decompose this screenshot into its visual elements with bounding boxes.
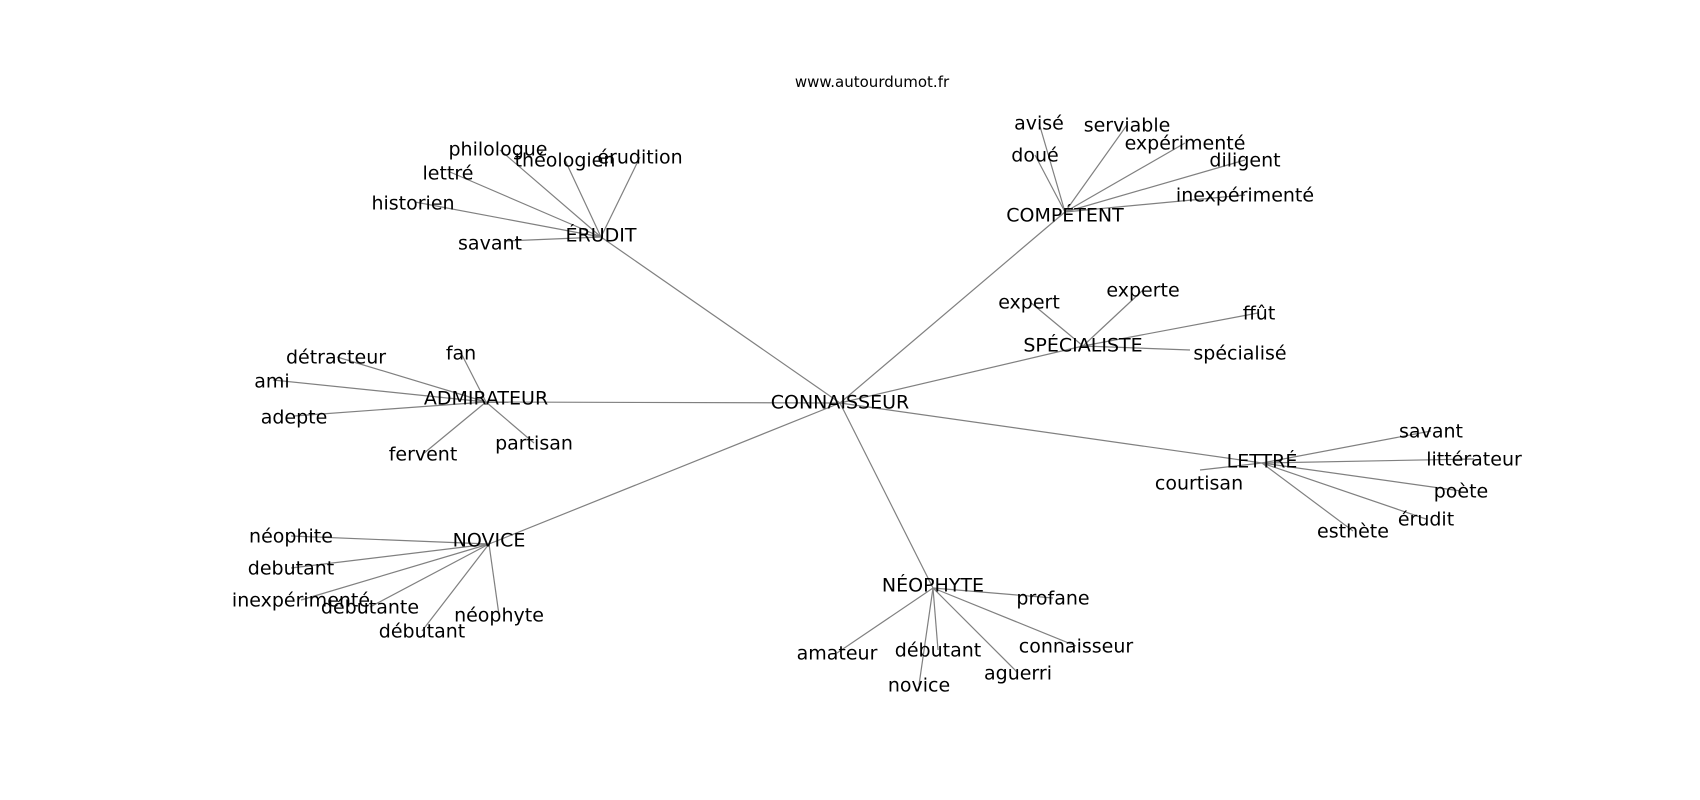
- hub-word-node[interactable]: ÉRUDIT: [566, 224, 637, 247]
- edge-center-hub: [839, 345, 1084, 404]
- edge-hub-leaf: [488, 543, 500, 616]
- edge-hub-leaf: [449, 171, 602, 238]
- edge-hub-leaf: [1064, 159, 1246, 213]
- leaf-word-node[interactable]: fan: [446, 343, 476, 365]
- edge-hub-leaf: [421, 543, 490, 632]
- edge-hub-leaf: [499, 149, 602, 238]
- edge-hub-leaf: [932, 587, 1054, 599]
- leaf-word-node[interactable]: expert: [998, 292, 1060, 314]
- edge-hub-leaf: [290, 543, 490, 569]
- edge-hub-leaf: [1199, 462, 1263, 471]
- leaf-word-node[interactable]: debutant: [248, 558, 334, 580]
- graph-labels: www.autourdumot.fr CONNAISSEUR ÉRUDIT phil…: [232, 73, 1522, 697]
- leaf-word-node[interactable]: profane: [1016, 588, 1089, 610]
- edge-center-hub: [839, 402, 1263, 464]
- leaf-word-node[interactable]: inexpérimenté: [1176, 185, 1314, 207]
- leaf-word-node[interactable]: aguerri: [984, 663, 1052, 685]
- leaf-word-node[interactable]: philologue: [449, 139, 548, 161]
- edge-hub-leaf: [1038, 122, 1066, 213]
- leaf-word-node[interactable]: partisan: [495, 433, 573, 455]
- leaf-word-node[interactable]: théologien: [515, 150, 616, 172]
- edge-hub-leaf: [1064, 194, 1246, 213]
- leaf-word-node[interactable]: littérateur: [1426, 449, 1522, 471]
- edge-hub-leaf: [1082, 345, 1191, 351]
- edge-hub-leaf: [918, 587, 934, 686]
- edge-hub-leaf: [1029, 301, 1084, 347]
- leaf-word-node[interactable]: doué: [1011, 145, 1058, 167]
- leaf-word-node[interactable]: ami: [254, 371, 289, 393]
- edge-hub-leaf: [932, 587, 1019, 674]
- edge-hub-leaf: [836, 587, 934, 654]
- edge-hub-leaf: [1064, 142, 1186, 213]
- hub-word-node[interactable]: NÉOPHYTE: [882, 574, 984, 597]
- leaf-word-node[interactable]: novice: [888, 675, 950, 697]
- hub-word-node[interactable]: NOVICE: [453, 530, 526, 552]
- leaf-word-node[interactable]: débutante: [321, 597, 419, 619]
- leaf-word-node[interactable]: poète: [1434, 481, 1489, 503]
- edge-hub-leaf: [336, 356, 487, 403]
- leaf-word-node[interactable]: expérimenté: [1125, 133, 1246, 155]
- edge-hub-leaf: [414, 201, 602, 238]
- leaf-word-node[interactable]: détracteur: [286, 347, 386, 369]
- edge-hub-leaf: [1261, 462, 1354, 532]
- leaf-word-node[interactable]: fervent: [389, 444, 458, 466]
- leaf-word-node[interactable]: débutant: [379, 621, 465, 643]
- leaf-word-node[interactable]: savant: [458, 233, 522, 255]
- leaf-word-node[interactable]: courtisan: [1155, 473, 1243, 495]
- leaf-word-node[interactable]: historien: [371, 193, 454, 215]
- hub-word-node[interactable]: ADMIRATEUR: [424, 388, 548, 410]
- edge-hub-leaf: [300, 543, 490, 601]
- leaf-word-node[interactable]: diligent: [1209, 150, 1280, 172]
- edge-hub-leaf: [1082, 312, 1259, 347]
- edge-hub-leaf: [290, 535, 490, 545]
- leaf-word-node[interactable]: lettré: [423, 163, 474, 185]
- edge-hub-leaf: [369, 543, 490, 608]
- leaf-word-node[interactable]: connaisseur: [1019, 636, 1134, 658]
- leaf-word-node[interactable]: néophyte: [454, 605, 544, 627]
- edge-hub-leaf: [1064, 124, 1128, 213]
- leaf-word-node[interactable]: inexpérimenté: [232, 590, 370, 612]
- edge-hub-leaf: [1082, 289, 1144, 347]
- hub-word-node[interactable]: LETTRÉ: [1227, 450, 1298, 473]
- leaf-word-node[interactable]: esthète: [1317, 521, 1389, 543]
- hub-word-node[interactable]: SPÉCIALISTE: [1023, 334, 1142, 357]
- graph-edges: [272, 122, 1475, 686]
- edge-hub-leaf: [564, 159, 602, 238]
- leaf-word-node[interactable]: ffût: [1243, 303, 1276, 325]
- edge-center-hub: [839, 402, 934, 589]
- leaf-word-node[interactable]: érudit: [1398, 509, 1454, 531]
- edge-center-hub: [839, 211, 1066, 404]
- leaf-word-node[interactable]: serviable: [1084, 115, 1171, 137]
- edge-center-hub: [485, 401, 841, 404]
- leaf-word-node[interactable]: savant: [1399, 421, 1463, 443]
- edge-hub-leaf: [932, 587, 939, 651]
- edge-center-hub: [600, 236, 841, 404]
- edge-hub-leaf: [1261, 430, 1432, 464]
- edge-hub-leaf: [460, 352, 487, 403]
- leaf-word-node[interactable]: adepte: [261, 407, 328, 429]
- edge-hub-leaf: [1261, 462, 1427, 520]
- edge-hub-leaf: [504, 236, 602, 242]
- leaf-word-node[interactable]: spécialisé: [1193, 343, 1286, 365]
- edge-hub-leaf: [485, 401, 535, 444]
- leaf-word-node[interactable]: experte: [1106, 280, 1179, 302]
- hub-word-node[interactable]: COMPÉTENT: [1006, 204, 1124, 227]
- edge-hub-leaf: [293, 401, 487, 417]
- leaf-word-node[interactable]: débutant: [895, 640, 981, 662]
- site-url-label[interactable]: www.autourdumot.fr: [795, 73, 950, 91]
- edge-hub-leaf: [1261, 458, 1475, 464]
- leaf-word-node[interactable]: avisé: [1014, 113, 1064, 135]
- edge-hub-leaf: [1034, 154, 1066, 213]
- leaf-word-node[interactable]: amateur: [797, 643, 878, 665]
- edge-hub-leaf: [1261, 462, 1462, 492]
- center-word-node[interactable]: CONNAISSEUR: [771, 392, 909, 414]
- edge-center-hub: [488, 402, 841, 545]
- edge-hub-leaf: [932, 587, 1077, 647]
- leaf-word-node[interactable]: érudition: [597, 147, 682, 169]
- edge-hub-leaf: [272, 379, 487, 403]
- leaf-word-node[interactable]: néophite: [249, 526, 333, 548]
- edge-hub-leaf: [422, 401, 487, 455]
- edge-hub-leaf: [600, 156, 641, 238]
